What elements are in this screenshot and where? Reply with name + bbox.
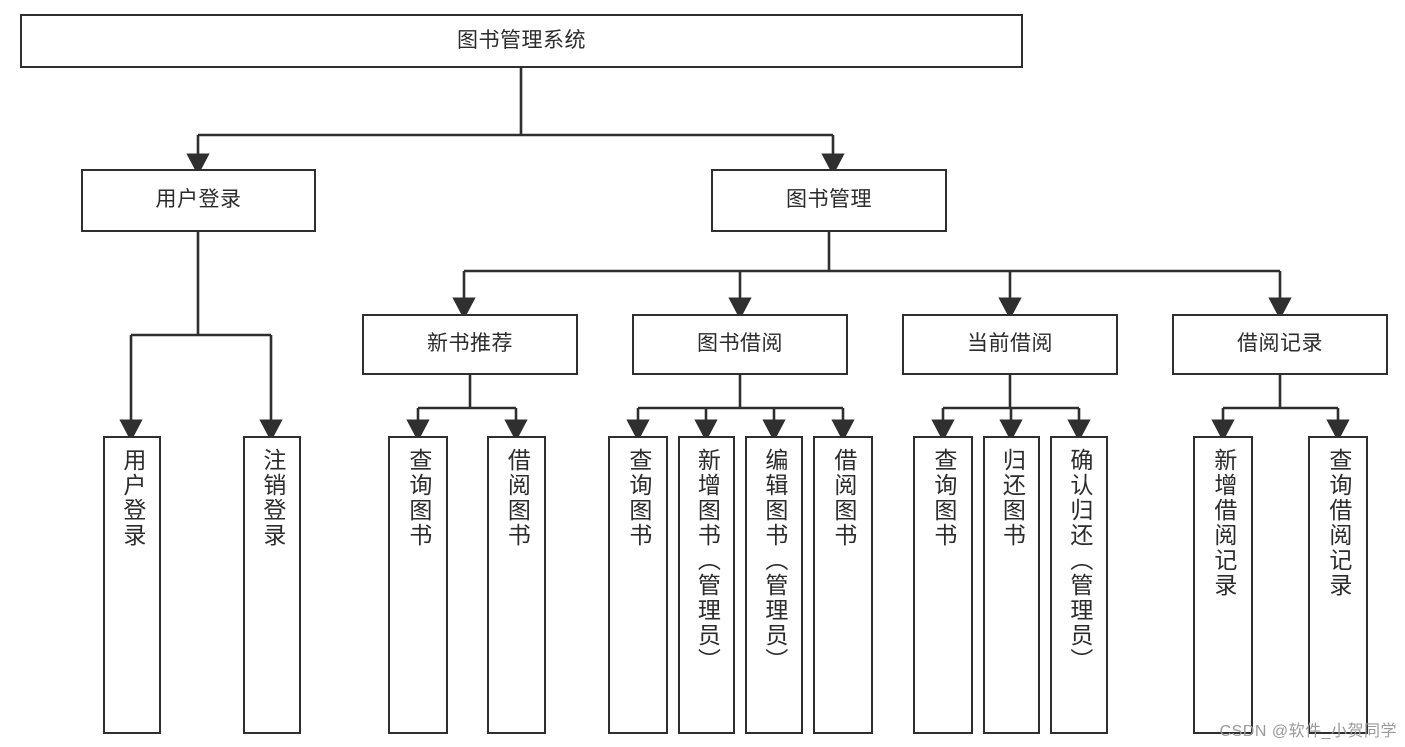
node-book-manage[interactable]: 图书管理 (711, 169, 947, 232)
leaf-edit-book-label: 编辑图书（管理员） (761, 448, 788, 673)
leaf-query-book-3[interactable]: 查询图书 (913, 436, 973, 734)
leaf-add-record[interactable]: 新增借阅记录 (1193, 436, 1253, 734)
leaf-confirm-return[interactable]: 确认归还（管理员） (1050, 436, 1108, 734)
leaf-confirm-return-label: 确认归还（管理员） (1066, 448, 1093, 673)
leaf-borrow-book-2[interactable]: 借阅图书 (813, 436, 873, 734)
leaf-query-record-label: 查询借阅记录 (1325, 448, 1352, 598)
leaf-query-book-1-label: 查询图书 (405, 448, 432, 548)
node-book-borrow[interactable]: 图书借阅 (632, 314, 848, 375)
leaf-user-login-label: 用户登录 (119, 448, 146, 548)
node-book-borrow-label: 图书借阅 (697, 332, 783, 356)
leaf-query-book-2-label: 查询图书 (625, 448, 652, 548)
leaf-borrow-book-1[interactable]: 借阅图书 (487, 436, 546, 734)
node-user-login-label: 用户登录 (155, 188, 242, 212)
watermark: CSDN @软件_小贺同学 (1219, 723, 1397, 740)
leaf-borrow-book-2-label: 借阅图书 (830, 448, 857, 548)
node-root-label: 图书管理系统 (457, 28, 586, 52)
leaf-return-book-label: 归还图书 (999, 448, 1026, 548)
node-new-book-rec[interactable]: 新书推荐 (362, 314, 578, 375)
node-book-manage-label: 图书管理 (786, 188, 872, 212)
node-new-book-rec-label: 新书推荐 (427, 332, 513, 356)
leaf-edit-book[interactable]: 编辑图书（管理员） (745, 436, 803, 734)
node-current-borrow-label: 当前借阅 (967, 332, 1053, 356)
node-current-borrow[interactable]: 当前借阅 (902, 314, 1118, 375)
leaf-borrow-book-1-label: 借阅图书 (504, 448, 531, 548)
leaf-query-book-2[interactable]: 查询图书 (608, 436, 668, 734)
node-root[interactable]: 图书管理系统 (20, 14, 1023, 68)
node-user-login[interactable]: 用户登录 (81, 169, 316, 232)
node-borrow-record[interactable]: 借阅记录 (1172, 314, 1388, 375)
leaf-user-login[interactable]: 用户登录 (103, 436, 161, 734)
node-borrow-record-label: 借阅记录 (1237, 332, 1323, 356)
leaf-add-record-label: 新增借阅记录 (1210, 448, 1237, 598)
leaf-return-book[interactable]: 归还图书 (983, 436, 1040, 734)
leaf-add-book-label: 新增图书（管理员） (694, 448, 721, 673)
leaf-logout[interactable]: 注销登录 (243, 436, 301, 734)
leaf-query-book-3-label: 查询图书 (930, 448, 957, 548)
leaf-query-book-1[interactable]: 查询图书 (388, 436, 448, 734)
leaf-query-record[interactable]: 查询借阅记录 (1308, 436, 1368, 734)
leaf-logout-label: 注销登录 (259, 448, 286, 548)
leaf-add-book[interactable]: 新增图书（管理员） (678, 436, 735, 734)
